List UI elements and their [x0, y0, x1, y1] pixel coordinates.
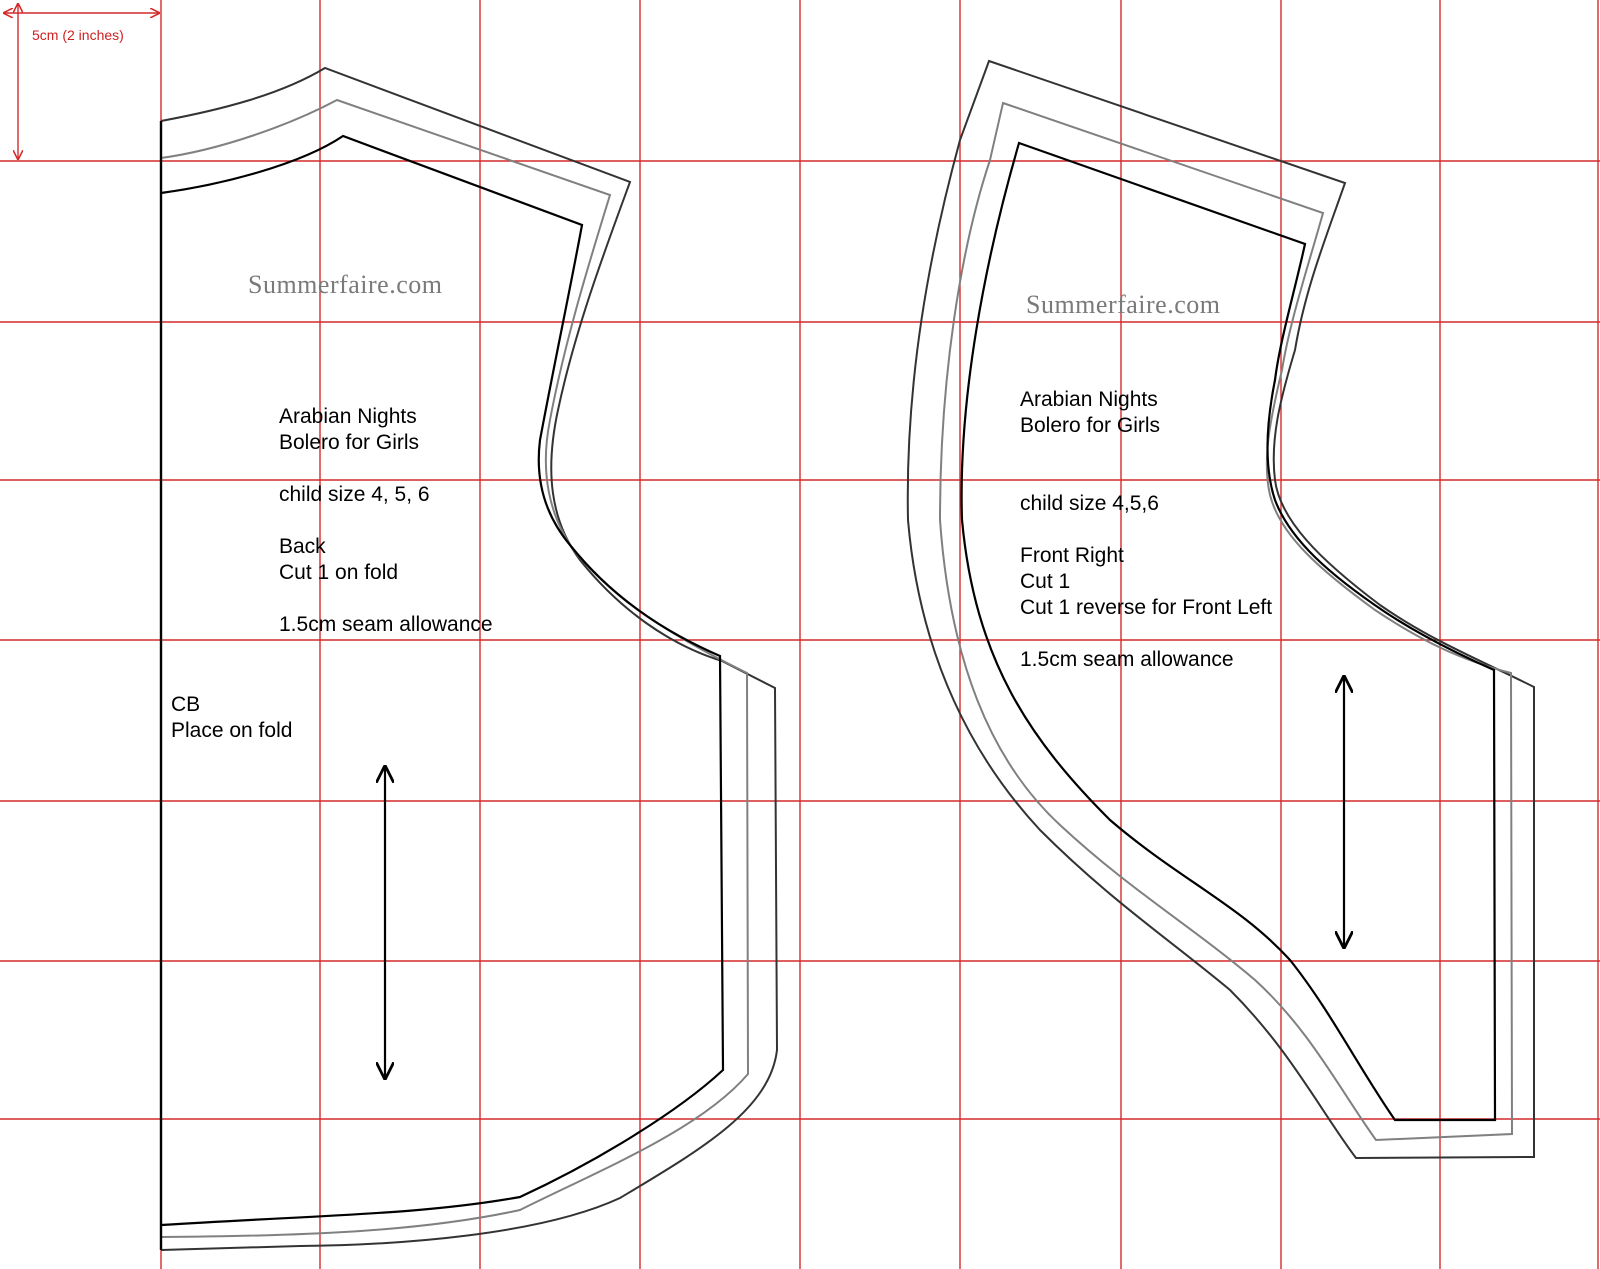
scale-label: 5cm (2 inches)	[32, 27, 124, 43]
front-watermark: Summerfaire.com	[1026, 290, 1221, 319]
fold-label-cb: CB	[171, 693, 201, 716]
back-size: child size 4, 5, 6	[279, 483, 430, 506]
front-piece-name: Front Right	[1020, 544, 1124, 567]
back-cut-line	[160, 66, 779, 1251]
front-cut-reverse-instruction: Cut 1 reverse for Front Left	[1020, 596, 1273, 619]
front-stitch-line	[960, 141, 1497, 1122]
front-seam-line	[938, 101, 1514, 1142]
front-title-line2: Bolero for Girls	[1020, 414, 1161, 437]
front-cut-instruction: Cut 1	[1020, 570, 1071, 593]
back-title-line1: Arabian Nights	[279, 405, 417, 428]
front-cut-line	[906, 59, 1535, 1160]
scale-arrow	[4, 4, 159, 159]
back-cut-instruction: Cut 1 on fold	[279, 561, 399, 584]
fold-label-place: Place on fold	[171, 719, 293, 742]
back-watermark: Summerfaire.com	[248, 270, 443, 299]
front-title-line1: Arabian Nights	[1020, 388, 1158, 411]
back-piece-name: Back	[279, 535, 326, 558]
back-seam-allowance: 1.5cm seam allowance	[279, 613, 493, 636]
back-stitch-line	[160, 134, 725, 1227]
front-pattern-piece	[906, 59, 1535, 1160]
front-seam-allowance: 1.5cm seam allowance	[1020, 648, 1234, 671]
back-pattern-piece	[159, 66, 779, 1251]
back-title-line2: Bolero for Girls	[279, 431, 420, 454]
front-size: child size 4,5,6	[1020, 492, 1159, 515]
